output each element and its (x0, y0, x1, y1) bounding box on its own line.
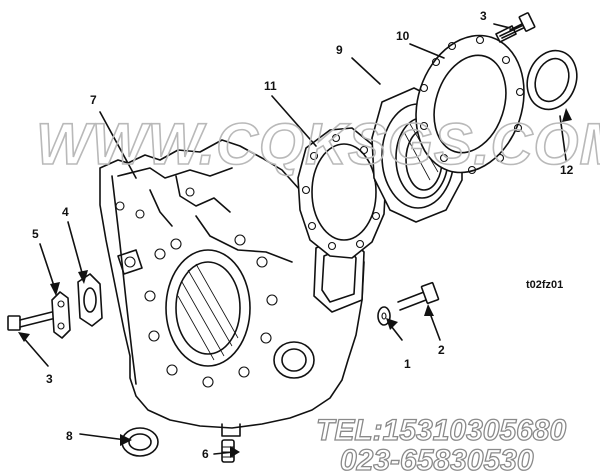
capscrew-part-3-top (495, 12, 536, 43)
part-reference-code: t02fz01 (526, 279, 563, 291)
callout-numbers: 1 2 3 3 4 5 6 7 8 9 10 11 12 t02fz01 (32, 9, 574, 461)
leader-arrowheads (18, 108, 572, 458)
leader-lines (21, 23, 567, 455)
callout-5: 5 (32, 227, 39, 241)
callout-7: 7 (90, 93, 97, 107)
callout-3-left: 3 (46, 372, 53, 386)
callout-4: 4 (62, 205, 69, 219)
callout-9: 9 (336, 43, 343, 57)
capscrew-part-2 (397, 281, 440, 311)
callout-3-top: 3 (480, 9, 487, 23)
cover-plate-part-5 (51, 291, 71, 339)
callout-2: 2 (438, 343, 445, 357)
flywheel-housing (99, 139, 365, 437)
callout-8: 8 (66, 429, 73, 443)
callout-10: 10 (396, 29, 410, 43)
callout-11: 11 (264, 79, 277, 93)
cover-gasket-part-4 (77, 273, 103, 327)
seal-ring-part-8 (121, 427, 159, 457)
gasket-part-11 (297, 127, 387, 259)
watermark-url: WWW.CQKSGS.COM (36, 112, 600, 177)
seal-ring-part-12 (526, 49, 578, 111)
watermark-phone: 023-65830530 (340, 444, 534, 474)
callout-6: 6 (202, 447, 209, 461)
capscrew-part-3-left (7, 311, 53, 331)
retainer-plate-part-10 (415, 34, 525, 175)
callout-12: 12 (560, 163, 574, 177)
callout-1: 1 (404, 357, 411, 371)
watermark-tel: TEL:15310305680 (316, 414, 566, 447)
